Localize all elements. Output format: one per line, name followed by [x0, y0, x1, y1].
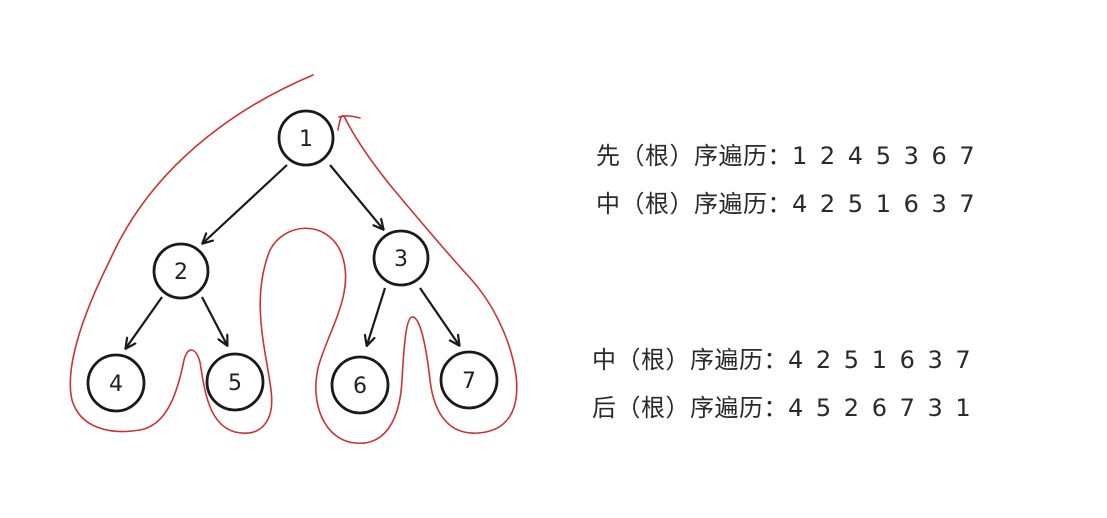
- tree-node-7: 7: [439, 350, 499, 410]
- inorder-line-1: 中（根）序遍历：4 2 5 1 6 3 7: [596, 184, 975, 219]
- tree-node-3: 3: [372, 229, 430, 287]
- preorder-line: 先（根）序遍历：1 2 4 5 3 6 7: [596, 136, 975, 171]
- traversal-contour: [69, 74, 518, 444]
- edge-2-5: [201, 296, 227, 345]
- traversal-sequence: 4 5 2 6 7 3 1: [788, 394, 972, 422]
- node-label: 5: [228, 371, 242, 396]
- tree-node-2: 2: [152, 242, 210, 300]
- traversal-label: 中（根）序遍历：: [592, 346, 788, 374]
- traversal-label: 中（根）序遍历：: [596, 190, 792, 218]
- postorder-line: 后（根）序遍历：4 5 2 6 7 3 1: [592, 388, 971, 423]
- inorder-line-2: 中（根）序遍历：4 2 5 1 6 3 7: [592, 340, 971, 375]
- edge-1-3: [329, 164, 383, 229]
- edge-1-2: [203, 164, 288, 243]
- traversal-label: 先（根）序遍历：: [596, 142, 792, 170]
- tree-node-6: 6: [330, 355, 390, 415]
- traversal-sequence: 4 2 5 1 6 3 7: [792, 190, 976, 218]
- traversal-label: 后（根）序遍历：: [592, 394, 788, 422]
- node-label: 2: [174, 260, 188, 285]
- edge-3-7: [419, 287, 459, 345]
- traversal-sequence: 4 2 5 1 6 3 7: [788, 346, 972, 374]
- traversal-sequence: 1 2 4 5 3 6 7: [792, 142, 976, 170]
- tree-node-5: 5: [205, 352, 265, 412]
- tree-node-1: 1: [277, 109, 335, 167]
- node-label: 6: [353, 374, 367, 399]
- node-label: 1: [299, 127, 313, 152]
- node-label: 4: [109, 372, 123, 397]
- edge-3-6: [367, 287, 387, 345]
- binary-tree-diagram: 1 2 3 4 5 6 7: [69, 74, 518, 444]
- tree-node-4: 4: [86, 353, 146, 413]
- node-label: 7: [462, 369, 476, 394]
- tree-edges: [126, 164, 459, 348]
- edge-2-4: [126, 296, 163, 348]
- node-label: 3: [394, 247, 408, 272]
